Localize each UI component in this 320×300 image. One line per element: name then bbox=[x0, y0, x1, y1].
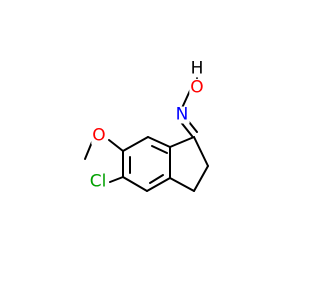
bond-ring-inner-top bbox=[151, 145, 168, 154]
bond-ring-top bbox=[147, 136, 171, 148]
bond-ring-bottom-left bbox=[122, 176, 148, 192]
oxime-oxygen-atom-label: O bbox=[189, 77, 205, 98]
molecule-canvas: H O N O Cl bbox=[84, 58, 209, 192]
bond-ring-chloro bbox=[109, 176, 124, 183]
bond-c1-c7a bbox=[169, 136, 195, 148]
methoxy-oxygen-atom-label: O bbox=[91, 125, 107, 146]
bond-c2-c3 bbox=[193, 165, 209, 192]
bond-ring-methoxy bbox=[108, 139, 124, 152]
bond-methoxy-methyl bbox=[84, 141, 93, 160]
chlorine-atom-label: Cl bbox=[88, 171, 108, 192]
bond-ring-top-left bbox=[122, 136, 149, 152]
nitrogen-atom-label: N bbox=[174, 104, 190, 125]
molecule-structure bbox=[84, 63, 209, 192]
bond-c3-c3a bbox=[169, 177, 195, 192]
bond-ring-inner-bottom bbox=[149, 174, 164, 184]
bond-c1-c2 bbox=[193, 136, 209, 167]
hydrogen-atom-label: H bbox=[189, 58, 205, 79]
bond-c-n-double-1 bbox=[179, 120, 193, 137]
bond-ring-bottom bbox=[146, 177, 171, 192]
